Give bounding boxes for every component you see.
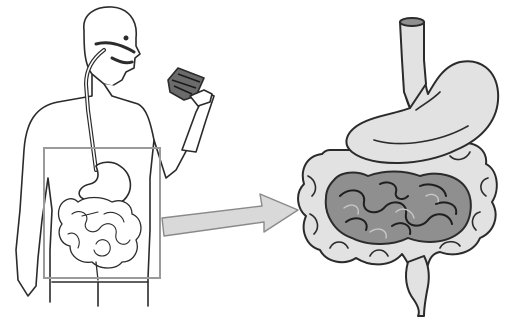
organs-enlarged <box>298 18 498 316</box>
torso-right-outline <box>148 140 154 306</box>
small-intestine <box>326 172 471 245</box>
eye <box>124 36 129 41</box>
hip-lines <box>52 282 148 306</box>
esophagus-opening <box>400 18 424 26</box>
arrow <box>162 194 298 236</box>
rectum <box>406 256 429 316</box>
